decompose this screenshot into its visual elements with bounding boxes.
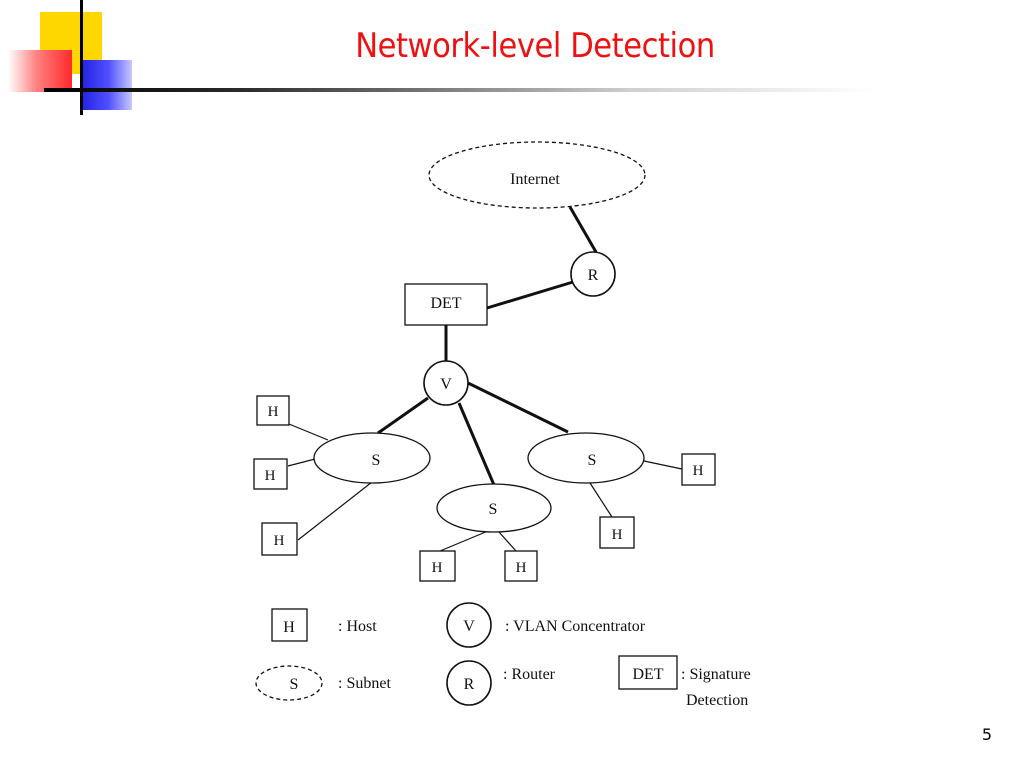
- host-label: H: [265, 468, 276, 484]
- subnet-middle-label: S: [489, 501, 498, 518]
- legend-subnet: S : Subnet: [255, 665, 391, 701]
- host-label: H: [516, 560, 527, 576]
- link-host-6-subnet-right: [643, 460, 683, 470]
- legend-host: H : Host: [271, 608, 377, 642]
- link-router-det: [486, 280, 574, 310]
- link-host-3-subnet-left: [297, 481, 373, 541]
- legend-router-label: : Router: [503, 666, 556, 683]
- det-label: DET: [430, 295, 461, 312]
- host-node: H: [681, 453, 716, 486]
- decorative-red-bar: [8, 50, 72, 92]
- link-host-4-subnet-middle: [439, 530, 489, 552]
- legend-subnet-label: : Subnet: [338, 675, 391, 692]
- decorative-blue-square: [80, 60, 132, 110]
- host-node: H: [419, 550, 456, 582]
- host-label: H: [693, 463, 704, 479]
- slide-title: Network-level Detection: [355, 26, 715, 66]
- router-label: R: [588, 267, 599, 284]
- link-host-2-subnet-left: [287, 458, 316, 467]
- host-label: H: [268, 404, 279, 420]
- host-node: H: [256, 395, 290, 426]
- link-host-7-subnet-right: [589, 482, 613, 518]
- link-host-1-subnet-left: [288, 423, 329, 441]
- legend-router: R : Router: [446, 660, 556, 706]
- legend-vlan-label: : VLAN Concentrator: [505, 618, 646, 635]
- legend-subnet-symbol: S: [290, 676, 299, 693]
- subnet-right-label: S: [588, 452, 597, 469]
- decorative-title-underline: [44, 88, 1020, 92]
- host-node: H: [599, 516, 635, 549]
- host-node: H: [261, 522, 298, 556]
- host-label: H: [612, 527, 623, 543]
- vlan-node: V: [423, 360, 469, 406]
- legend-router-symbol: R: [464, 676, 475, 693]
- link-vlan-subnet-middle: [457, 402, 496, 486]
- vlan-label: V: [440, 376, 452, 393]
- host-label: H: [274, 533, 285, 549]
- host-node: H: [504, 550, 538, 582]
- internet-label: Internet: [510, 171, 560, 188]
- subnet-middle: S: [436, 483, 552, 533]
- link-vlan-subnet-right: [467, 381, 569, 434]
- page-number: 5: [981, 725, 992, 744]
- link-host-5-subnet-middle: [498, 531, 517, 552]
- legend-det-symbol: DET: [632, 666, 663, 683]
- subnet-left-label: S: [372, 452, 381, 469]
- router-node: R: [570, 251, 616, 297]
- host-node: H: [253, 458, 288, 490]
- legend-host-label: : Host: [338, 618, 377, 635]
- decorative-vertical-line: [80, 0, 83, 115]
- legend-host-symbol: H: [283, 619, 295, 636]
- legend: H : Host V : VLAN Concentrator S : Subne…: [255, 602, 751, 709]
- legend-vlan: V : VLAN Concentrator: [446, 602, 646, 648]
- legend-vlan-symbol: V: [463, 618, 475, 635]
- det-node: DET: [404, 283, 488, 326]
- link-vlan-subnet-left: [377, 396, 429, 435]
- diagram-links: [287, 206, 683, 552]
- legend-det-label-line1: : Signature: [681, 666, 751, 683]
- subnet-right: S: [527, 432, 645, 484]
- internet-node: Internet: [428, 141, 646, 209]
- legend-det-label-line2: Detection: [686, 692, 748, 709]
- host-label: H: [432, 560, 443, 576]
- legend-det: DET : Signature Detection: [618, 655, 751, 709]
- link-internet-router: [568, 206, 598, 253]
- subnet-left: S: [313, 432, 431, 484]
